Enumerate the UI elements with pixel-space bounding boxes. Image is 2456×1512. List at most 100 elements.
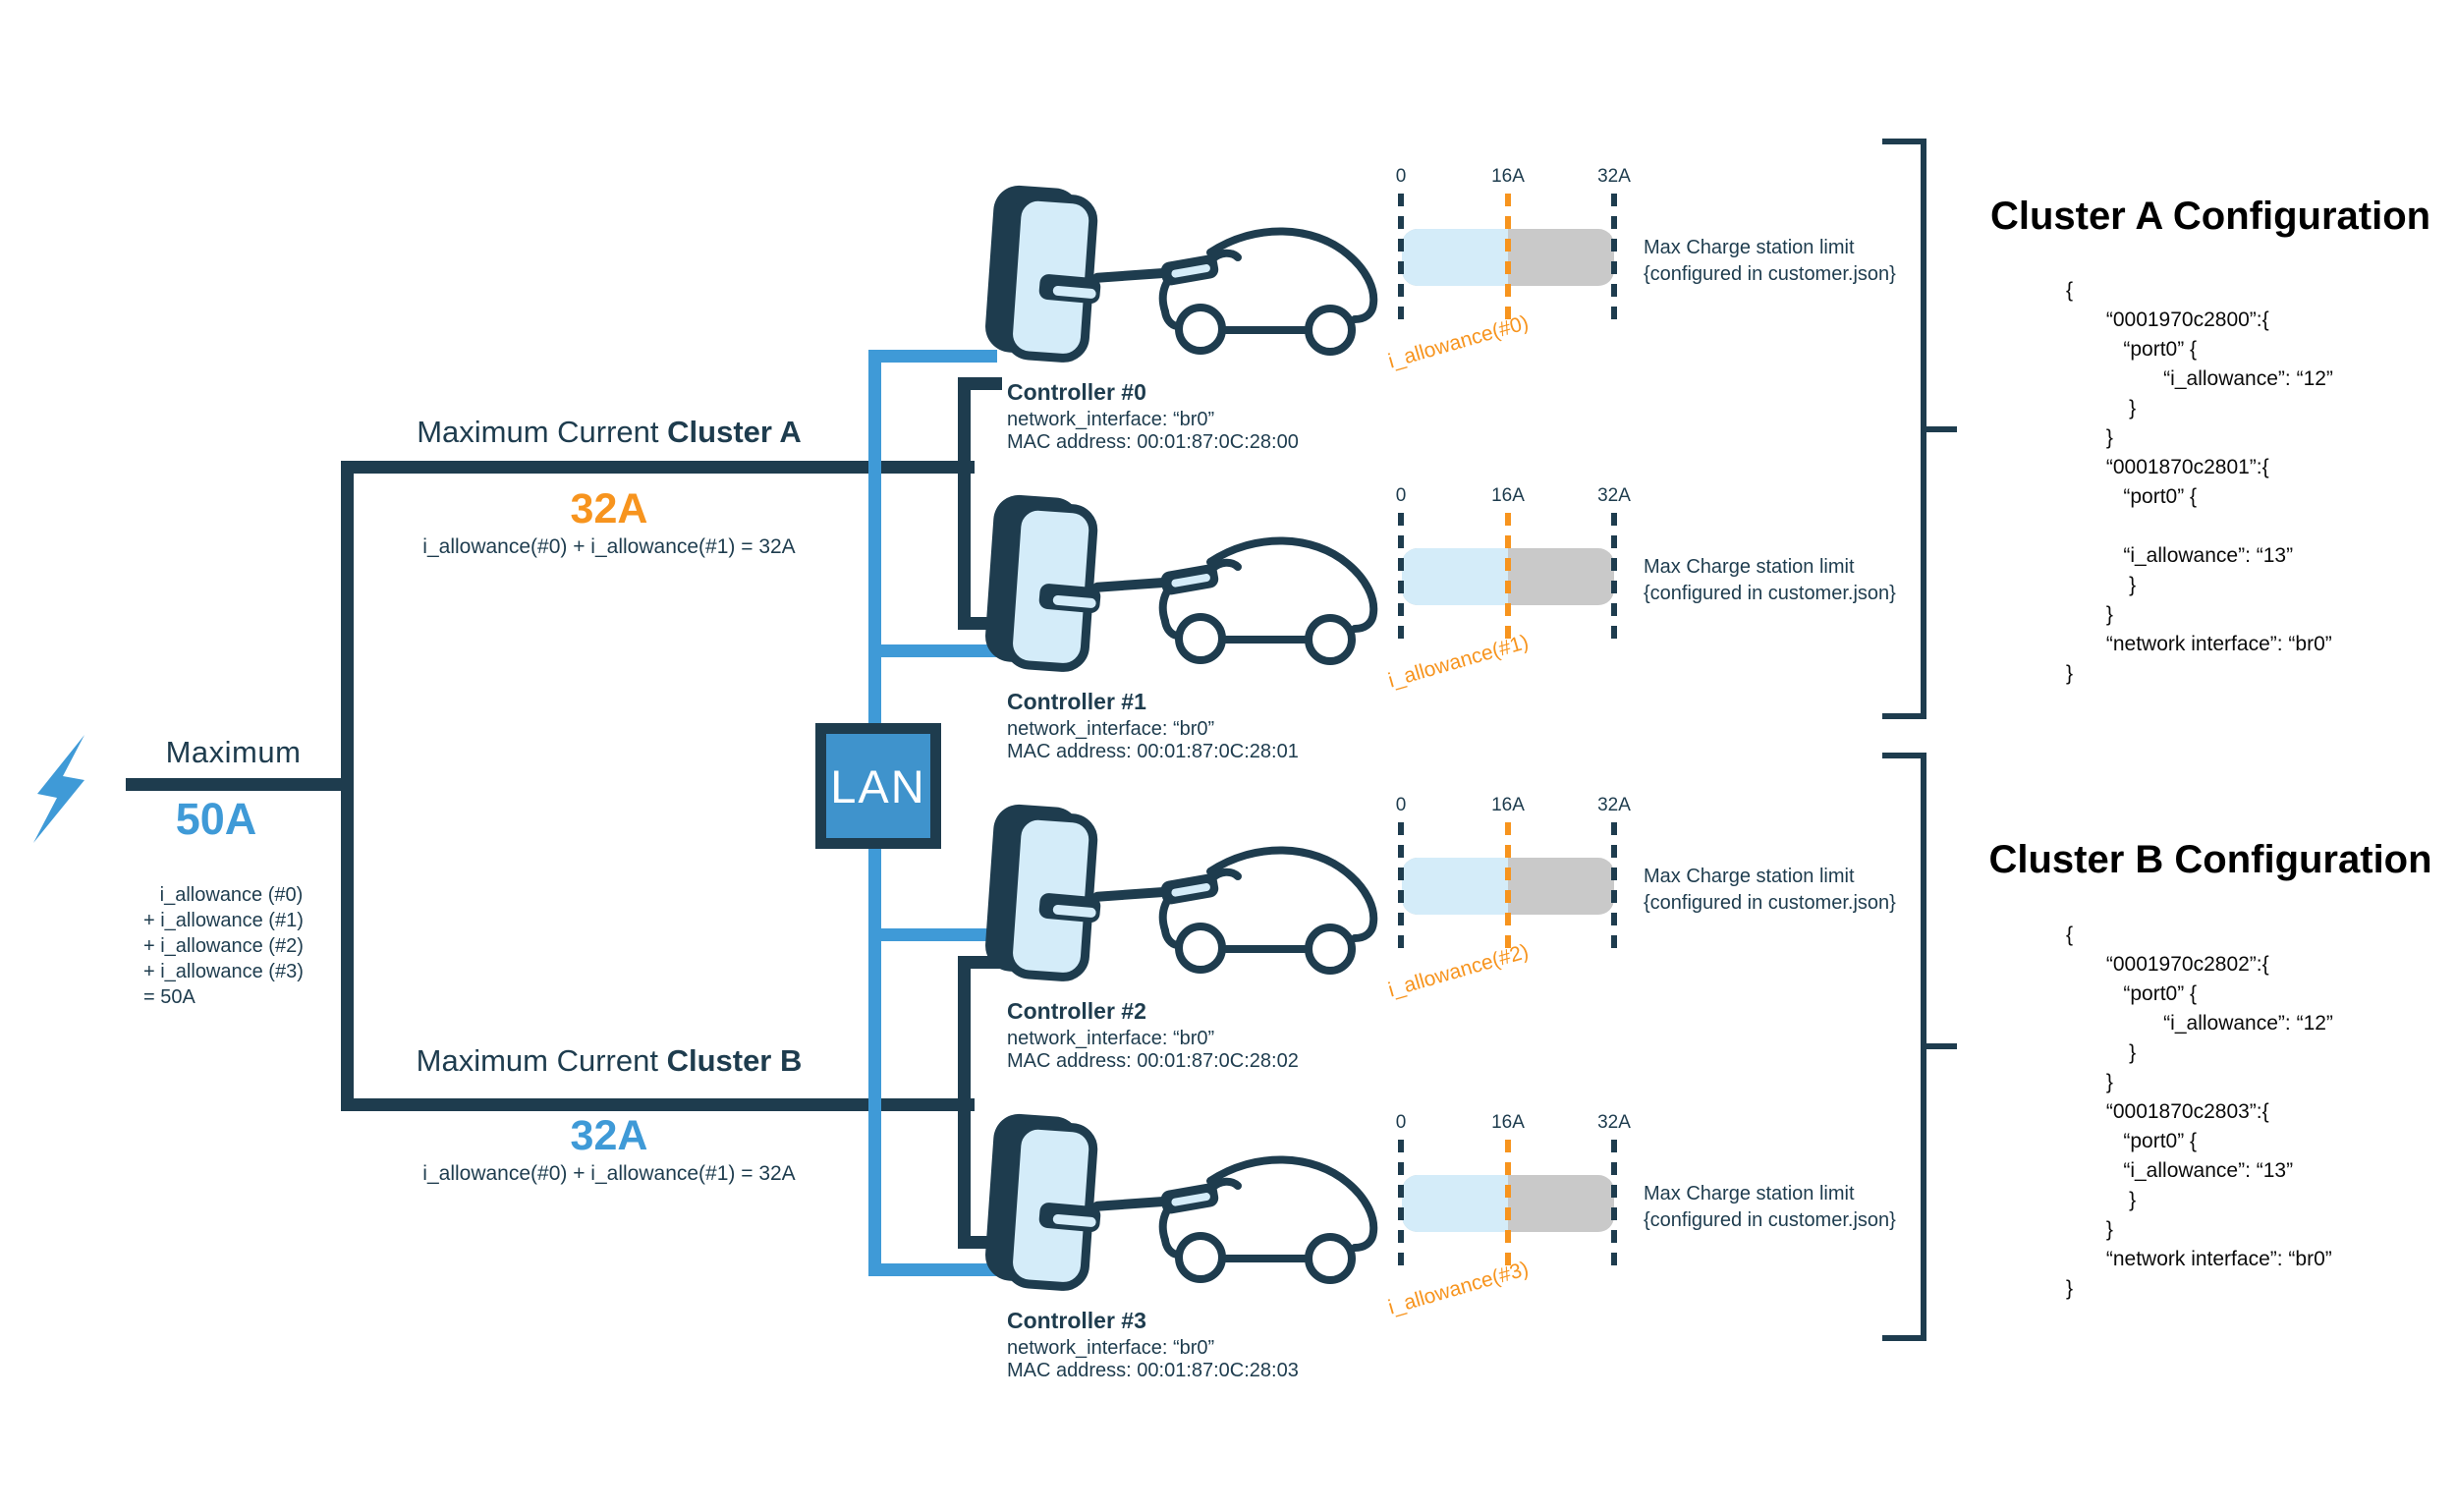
lan-stub-3 <box>868 1263 997 1276</box>
dash-line-32a <box>1611 822 1617 954</box>
controller-mac: MAC address: 00:01:87:0C:28:03 <box>1007 1360 1299 1381</box>
lightning-icon <box>33 735 84 843</box>
charging-station-icon <box>985 1113 1098 1291</box>
trunk-line <box>341 461 354 1111</box>
max-limit-note: Max Charge station limit {configured in … <box>1644 237 1896 285</box>
cluster-b-title-name: Cluster B <box>666 1043 803 1078</box>
controller-label: Controller #1 network_interface: “br0” M… <box>1007 689 1299 763</box>
car-icon <box>1158 846 1378 975</box>
controller-mac: MAC address: 00:01:87:0C:28:01 <box>1007 741 1299 762</box>
dash-line-32a <box>1611 194 1617 325</box>
allowance-fill <box>1402 229 1508 286</box>
tick-label-0: 0 <box>1395 166 1407 187</box>
cluster-b-config-title: Cluster B Configuration <box>1988 838 2432 881</box>
charger-handle <box>1037 273 1102 305</box>
car-icon <box>1158 227 1378 356</box>
controller-label: Controller #2 network_interface: “br0” M… <box>1007 998 1299 1073</box>
cluster-a-title-name: Cluster A <box>667 415 802 449</box>
lan-stub-0 <box>868 350 997 363</box>
cluster-b-title-prefix: Maximum Current <box>416 1043 667 1078</box>
feeder-a-stub-0 <box>958 377 1002 390</box>
dash-line-0 <box>1398 194 1404 325</box>
cluster-b-formula: i_allowance(#0) + i_allowance(#1) = 32A <box>422 1162 796 1185</box>
controller-name: Controller #1 <box>1007 689 1146 714</box>
cluster-b-bracket-arm-top <box>1882 753 1926 758</box>
cluster-a-bracket <box>1921 139 1926 719</box>
lan-stub-1 <box>868 644 997 657</box>
max-limit-note: Max Charge station limit {configured in … <box>1644 1183 1896 1231</box>
tick-label-32a: 32A <box>1597 1112 1631 1133</box>
controller-interface: network_interface: “br0” <box>1007 1028 1215 1049</box>
cluster-b-bus <box>341 1098 975 1111</box>
controller-group-1: Controller #1 network_interface: “br0” M… <box>982 491 1405 776</box>
dash-line-16a <box>1505 513 1511 644</box>
controller-label: Controller #3 network_interface: “br0” M… <box>1007 1308 1299 1382</box>
cluster-a-value: 32A <box>570 485 648 532</box>
dash-line-0 <box>1398 822 1404 954</box>
car-icon <box>1158 1155 1378 1284</box>
controller-group-0: Controller #0 network_interface: “br0” M… <box>982 182 1405 467</box>
source-sum-formula: i_allowance (#0) + i_allowance (#1) + i_… <box>143 884 304 1008</box>
controller-interface: network_interface: “br0” <box>1007 1337 1215 1359</box>
lan-box: LAN <box>815 723 941 849</box>
cluster-a-bracket-arm-bottom <box>1882 713 1926 719</box>
tick-label-16a: 16A <box>1491 795 1525 815</box>
source-value: 50A <box>175 794 257 844</box>
max-limit-note: Max Charge station limit {configured in … <box>1644 866 1896 914</box>
charging-station-icon <box>985 494 1098 672</box>
allowance-gauge-0: 0 16A 32A Max Charge station limit {conf… <box>1386 162 1896 398</box>
dash-line-16a <box>1505 194 1511 325</box>
controller-label: Controller #0 network_interface: “br0” M… <box>1007 379 1299 454</box>
feeder-a-line <box>958 377 971 630</box>
source-label: Maximum <box>165 735 302 769</box>
cluster-b-bracket-tick <box>1926 1043 1957 1049</box>
cluster-a-formula: i_allowance(#0) + i_allowance(#1) = 32A <box>422 535 796 558</box>
allowance-fill <box>1402 858 1508 915</box>
charging-station-icon <box>985 804 1098 981</box>
charger-handle <box>1037 1202 1102 1233</box>
tick-label-32a: 32A <box>1597 795 1631 815</box>
tick-label-32a: 32A <box>1597 166 1631 187</box>
dash-line-16a <box>1505 822 1511 954</box>
charging-station-icon <box>985 185 1098 363</box>
controller-mac: MAC address: 00:01:87:0C:28:02 <box>1007 1050 1299 1072</box>
cluster-a-bracket-arm-top <box>1882 139 1926 144</box>
allowance-gauge-2: 0 16A 32A Max Charge station limit {conf… <box>1386 791 1896 1027</box>
charger-handle <box>1037 892 1102 924</box>
cluster-a-config-code: { “0001970c2800”:{ “port0” { “i_allowanc… <box>2066 279 2333 685</box>
dash-line-32a <box>1611 513 1617 644</box>
lan-stub-2 <box>868 928 997 941</box>
cluster-b-title: Maximum Current Cluster B <box>373 1043 845 1079</box>
dash-line-0 <box>1398 513 1404 644</box>
tick-label-16a: 16A <box>1491 1112 1525 1133</box>
cluster-b-value: 32A <box>570 1112 648 1159</box>
tick-label-16a: 16A <box>1491 166 1525 187</box>
cluster-a-title-prefix: Maximum Current <box>417 415 668 449</box>
cluster-b-bracket <box>1921 753 1926 1341</box>
tick-label-0: 0 <box>1395 795 1407 815</box>
main-feed-line <box>126 778 347 791</box>
controller-group-2: Controller #2 network_interface: “br0” M… <box>982 801 1405 1086</box>
cluster-a-bus <box>341 461 975 474</box>
cluster-a-bracket-tick <box>1926 426 1957 432</box>
controller-group-3: Controller #3 network_interface: “br0” M… <box>982 1110 1405 1395</box>
cluster-a-config-title: Cluster A Configuration <box>1989 195 2431 238</box>
max-limit-note: Max Charge station limit {configured in … <box>1644 556 1896 604</box>
cluster-b-bracket-arm-bottom <box>1882 1335 1926 1341</box>
tick-label-16a: 16A <box>1491 485 1525 506</box>
controller-name: Controller #0 <box>1007 379 1146 405</box>
charger-handle <box>1037 583 1102 614</box>
allowance-fill <box>1402 548 1508 605</box>
controller-interface: network_interface: “br0” <box>1007 718 1215 740</box>
dash-line-16a <box>1505 1140 1511 1271</box>
tick-label-0: 0 <box>1395 485 1407 506</box>
cluster-b-config-code: { “0001970c2802”:{ “port0” { “i_allowanc… <box>2066 924 2333 1300</box>
allowance-fill <box>1402 1175 1508 1232</box>
car-icon <box>1158 536 1378 665</box>
allowance-gauge-3: 0 16A 32A Max Charge station limit {conf… <box>1386 1108 1896 1344</box>
tick-label-0: 0 <box>1395 1112 1407 1133</box>
dash-line-32a <box>1611 1140 1617 1271</box>
dash-line-0 <box>1398 1140 1404 1271</box>
controller-mac: MAC address: 00:01:87:0C:28:00 <box>1007 431 1299 453</box>
